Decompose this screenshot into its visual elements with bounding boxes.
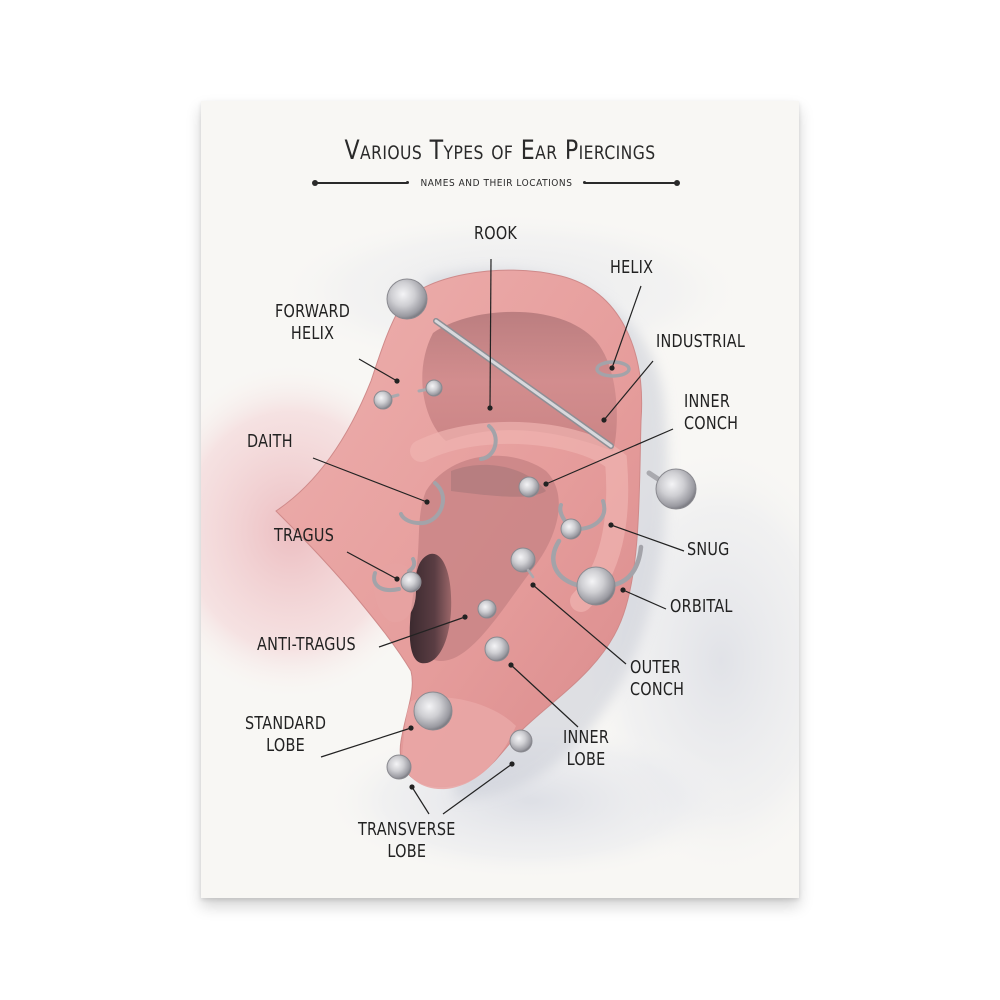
label-outer-conch-line: Outer: [630, 657, 681, 678]
anti-tragus-stud: [477, 599, 497, 619]
label-inner-lobe-line: Lobe: [566, 749, 606, 770]
leader-dot-forward-helix: [394, 378, 400, 384]
leader-dot-inner-conch: [543, 481, 549, 487]
label-industrial-line: Industrial: [656, 331, 746, 352]
tragus-ball: [400, 571, 422, 593]
forward-helix-ball: [386, 278, 428, 320]
leader-line-inner-lobe: [510, 664, 579, 728]
leader-dot-helix: [609, 365, 615, 371]
label-outer-conch-line: Conch: [630, 679, 685, 700]
label-standard-lobe-line: Lobe: [266, 735, 305, 756]
orbital-ring: [551, 538, 644, 589]
leader-line-industrial: [603, 360, 654, 421]
label-standard-lobe-line: Standard: [245, 713, 327, 734]
leader-dot-anti-tragus: [462, 614, 468, 620]
label-rook-line: Rook: [474, 223, 518, 244]
poster-subtitle: NAMES AND THEIR LOCATIONS: [419, 177, 573, 189]
subtitle-rule-left: [312, 179, 409, 186]
orbital-ball: [576, 566, 616, 606]
label-inner-conch: InnerConch: [684, 391, 738, 435]
rook-ring: [479, 424, 498, 461]
label-forward-helix-line: Helix: [290, 323, 335, 344]
label-anti-tragus-line: Anti-Tragus: [257, 634, 356, 655]
leader-line-rook: [489, 258, 492, 409]
subtitle-rule-right: [583, 179, 680, 186]
label-transverse-lobe-line: Lobe: [387, 841, 427, 862]
label-tragus: Tragus: [274, 525, 334, 547]
leader-dot-standard-lobe: [408, 725, 414, 731]
subtitle-row: NAMES AND THEIR LOCATIONS: [312, 175, 680, 191]
label-standard-lobe: StandardLobe: [245, 713, 326, 757]
transverse-lobe-ball-front: [386, 754, 412, 780]
leader-dot-inner-lobe: [508, 662, 514, 668]
snug-ball: [560, 518, 582, 540]
poster-title: Various Types of Ear Piercings: [344, 135, 656, 166]
leader-dot-tragus: [394, 576, 400, 582]
leader-lines: [312, 258, 685, 815]
forward-helix-stud: [373, 390, 393, 410]
label-inner-lobe: InnerLobe: [563, 727, 609, 771]
ear-illustration: [201, 211, 799, 881]
leader-dot-orbital: [620, 587, 626, 593]
inner-lobe-area-stud: [484, 636, 510, 662]
leader-dot-rook: [487, 405, 493, 411]
label-inner-lobe-line: Inner: [563, 727, 610, 748]
label-daith-line: Daith: [247, 431, 293, 452]
label-anti-tragus: Anti-Tragus: [257, 634, 356, 656]
label-industrial: Industrial: [656, 331, 745, 353]
label-helix: Helix: [610, 257, 653, 279]
label-orbital-line: Orbital: [670, 596, 733, 617]
label-outer-conch: OuterConch: [630, 657, 684, 701]
leader-line-transverse-lobe: [411, 786, 430, 815]
daith-ring: [399, 481, 445, 526]
label-snug-line: Snug: [687, 539, 730, 560]
label-forward-helix: ForwardHelix: [275, 301, 350, 345]
leader-line-inner-conch: [545, 428, 674, 485]
label-rook: Rook: [474, 223, 517, 245]
leader-line-helix: [611, 285, 642, 369]
leader-dot-snug: [608, 522, 614, 528]
label-inner-conch-line: Conch: [684, 413, 739, 434]
leader-line-orbital: [622, 589, 667, 610]
label-helix-line: Helix: [610, 257, 654, 278]
helix-ring: [595, 360, 631, 378]
leader-line-standard-lobe: [320, 727, 412, 758]
leader-line-transverse-lobe-b: [442, 763, 513, 815]
leader-dot-transverse-lobe: [409, 784, 415, 790]
leader-line-anti-tragus: [378, 616, 466, 648]
leader-line-daith: [312, 457, 428, 503]
label-orbital: Orbital: [670, 596, 733, 618]
leader-line-snug: [610, 524, 685, 552]
transverse-lobe-ball-back: [509, 729, 533, 753]
tragus-ring: [372, 557, 417, 592]
industrial-end-ball: [655, 468, 697, 510]
label-tragus-line: Tragus: [274, 525, 335, 546]
label-transverse-lobe-line: Transverse: [358, 819, 456, 840]
label-snug: Snug: [687, 539, 730, 561]
standard-lobe-ball: [413, 691, 453, 731]
label-transverse-lobe: TransverseLobe: [358, 819, 456, 863]
leader-dot-outer-conch: [530, 582, 536, 588]
leader-line-forward-helix: [358, 358, 398, 382]
ear-piercing-poster: Various Types of Ear Piercings NAMES AND…: [201, 101, 799, 898]
leader-line-tragus: [346, 551, 398, 580]
label-daith: Daith: [247, 431, 293, 453]
leader-dot-industrial: [601, 417, 607, 423]
label-inner-conch-line: Inner: [684, 391, 731, 412]
label-forward-helix-line: Forward: [275, 301, 351, 322]
outer-conch-stud: [510, 547, 536, 573]
leader-line-outer-conch: [532, 584, 627, 665]
inner-conch-stud: [518, 476, 540, 498]
leader-dot-transverse-lobe-b: [509, 761, 515, 767]
leader-dot-daith: [424, 499, 430, 505]
forward-helix-stud-2: [425, 379, 443, 397]
